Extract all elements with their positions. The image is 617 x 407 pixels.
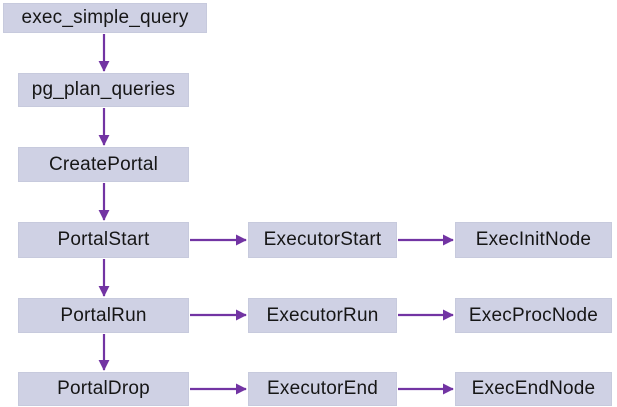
diagram-node-portal-start: PortalStart bbox=[18, 222, 189, 258]
diagram-node-exec-proc-node: ExecProcNode bbox=[455, 298, 612, 333]
diagram-node-executor-run: ExecutorRun bbox=[248, 298, 397, 333]
diagram-node-pg-plan-queries: pg_plan_queries bbox=[18, 73, 189, 107]
diagram-node-executor-start: ExecutorStart bbox=[248, 222, 397, 258]
diagram-node-portal-drop: PortalDrop bbox=[18, 372, 189, 406]
diagram-node-exec-init-node: ExecInitNode bbox=[455, 222, 612, 258]
diagram-node-exec-end-node: ExecEndNode bbox=[455, 372, 612, 406]
diagram-node-exec-simple-query: exec_simple_query bbox=[3, 3, 207, 33]
diagram-node-portal-run: PortalRun bbox=[18, 298, 189, 333]
diagram-node-create-portal: CreatePortal bbox=[18, 147, 189, 182]
diagram-node-executor-end: ExecutorEnd bbox=[248, 372, 397, 406]
